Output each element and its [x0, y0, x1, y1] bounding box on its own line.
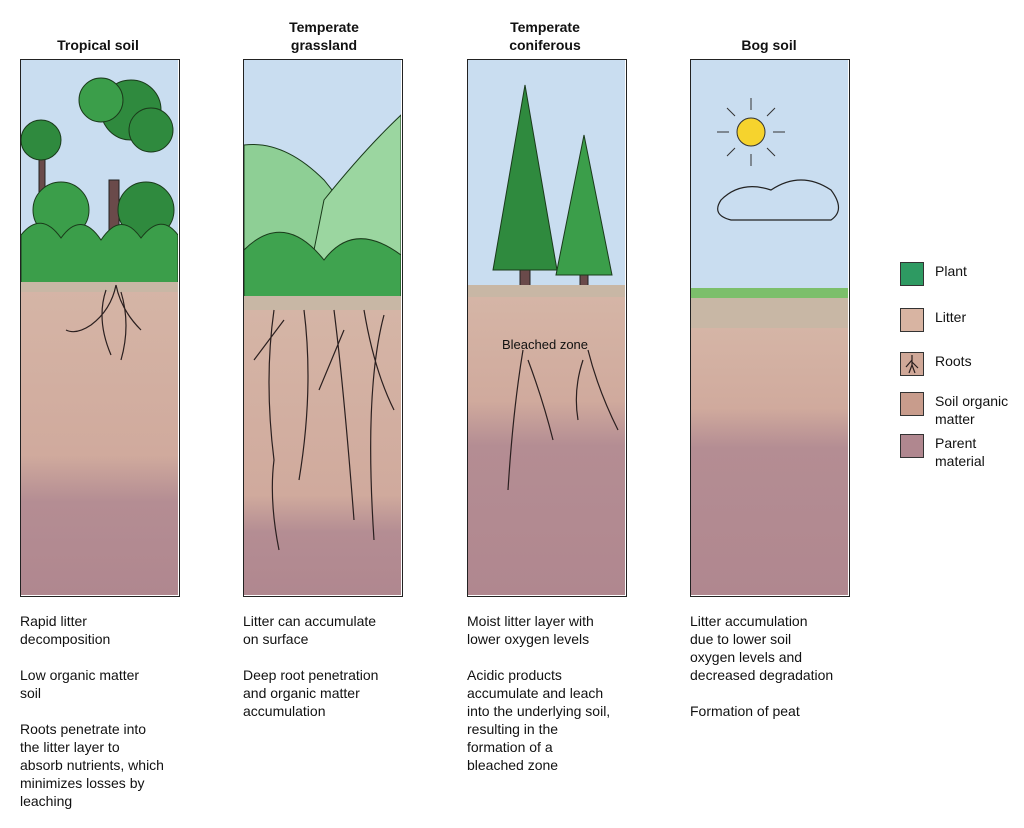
legend-item-soil-organic-matter: Soil organic matter: [900, 392, 1008, 428]
column-title-grassland: Temperate grassland: [289, 19, 359, 53]
desc-line: Moist litter layer with lower oxygen lev…: [467, 613, 594, 647]
bleached-zone-label: Bleached zone: [502, 337, 589, 352]
coniferous-description: Moist litter layer with lower oxygen lev…: [467, 612, 647, 792]
litter-layer: [21, 282, 178, 292]
roots-swatch: [900, 352, 924, 376]
grassland-description: Litter can accumulate on surface Deep ro…: [243, 612, 423, 738]
desc-line: Low organic matter soil: [20, 667, 140, 701]
desc-line: Litter accumulation due to lower soil ox…: [690, 613, 834, 683]
sun-icon: [736, 117, 766, 147]
roots: [507, 349, 619, 491]
cloud: [717, 179, 840, 221]
legend-label: Soil organic matter: [935, 393, 1009, 427]
desc-line: Formation of peat: [690, 703, 800, 719]
legend-label: Parent material: [935, 435, 985, 469]
bog-soil-panel: [690, 59, 850, 597]
litter-layer: [244, 296, 401, 310]
legend-item-roots: Roots: [900, 352, 972, 376]
temperate-coniferous-panel: [467, 59, 627, 597]
grass: [244, 231, 401, 301]
parent-material-swatch: [900, 434, 924, 458]
legend-label: Roots: [935, 353, 972, 369]
desc-line: Roots penetrate into the litter layer to…: [20, 721, 164, 809]
conifer-trees: [492, 84, 613, 291]
deep-roots: [253, 309, 395, 551]
rainforest-canopy: [21, 77, 178, 286]
legend-item-parent-material: Parent material: [900, 434, 985, 470]
legend-item-litter: Litter: [900, 308, 966, 332]
tropical-description: Rapid litter decomposition Low organic m…: [20, 612, 200, 828]
legend-item-plant: Plant: [900, 262, 967, 286]
column-title-tropical: Tropical soil: [57, 37, 139, 53]
soil-layers: [468, 297, 625, 595]
column-title-bog: Bog soil: [741, 37, 797, 53]
sky: [691, 60, 848, 292]
shallow-roots: [65, 284, 142, 361]
litter-layer: [691, 298, 848, 328]
soil-layers: [691, 328, 848, 595]
legend-label: Litter: [935, 309, 967, 325]
litter-swatch: [900, 308, 924, 332]
bog-description: Litter accumulation due to lower soil ox…: [690, 612, 870, 738]
desc-line: Litter can accumulate on surface: [243, 613, 377, 647]
bog-vegetation: [691, 288, 848, 298]
soil-organic-swatch: [900, 392, 924, 416]
legend-label: Plant: [935, 263, 967, 279]
tropical-soil-panel: [20, 59, 180, 597]
litter-layer: [468, 285, 625, 297]
desc-line: Rapid litter decomposition: [20, 613, 111, 647]
column-title-coniferous: Temperate coniferous: [509, 19, 581, 53]
soil-layers: [21, 285, 178, 595]
sun-rays: [717, 98, 785, 166]
plant-swatch: [900, 262, 924, 286]
temperate-grassland-panel: [243, 59, 403, 597]
desc-line: Acidic products accumulate and leach int…: [467, 667, 611, 773]
desc-line: Deep root penetration and organic matter…: [243, 667, 379, 719]
